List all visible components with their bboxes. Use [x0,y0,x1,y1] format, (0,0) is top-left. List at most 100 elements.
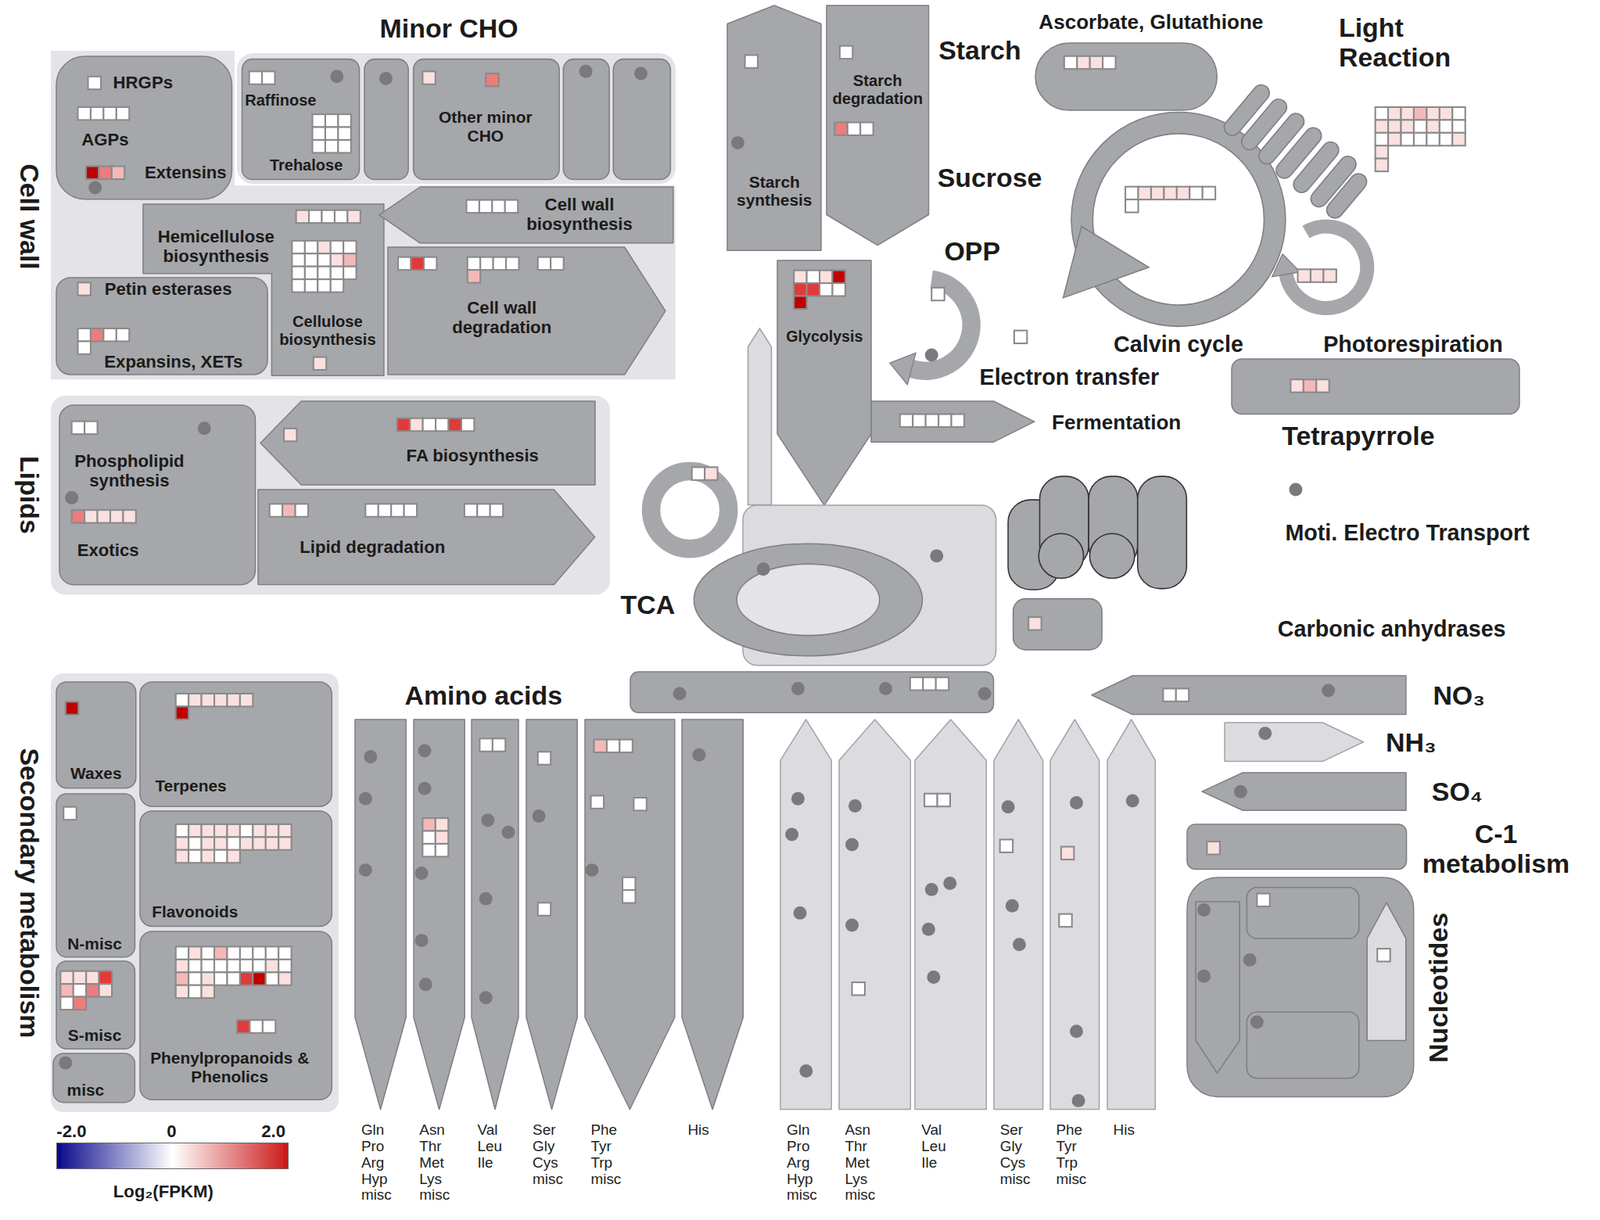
expression-cell [304,279,318,292]
expression-cell [492,738,506,751]
pathway-dot [1069,796,1084,810]
pathway-label: Raffinose [244,91,316,109]
expression-cell [422,817,435,831]
expression-cell [936,677,949,690]
column [613,59,671,180]
pathway-dot [480,813,495,827]
expression-cell [312,139,326,153]
pathway-label: FA biosynthesis [406,446,539,467]
expression-cell [1202,186,1216,200]
expression-cell [116,107,130,120]
expression-cell [73,971,87,984]
node-outline [1231,358,1520,415]
pathway-dot [197,421,212,435]
expression-cell [622,877,635,890]
pathway-dot [1072,1094,1086,1108]
expression-cell [175,946,189,959]
amino-acid-column: Val Leu Ile [471,719,519,1110]
pathway-dot [358,792,373,806]
expression-cell [479,738,492,751]
arc [1286,226,1368,309]
expression-cell [1413,132,1427,146]
node-outline [1224,722,1364,762]
expression-cell [261,71,275,84]
column [364,59,409,180]
expression-cell [1303,379,1317,392]
expression-cell [493,257,506,270]
expression-cell [704,466,718,480]
expression-cell [467,257,481,270]
node-shape [355,719,406,1110]
expression-cell [78,328,91,341]
expression-cell [278,946,291,959]
node-shape [139,681,332,807]
complex [1038,533,1084,578]
pathway-label: Cell wall biosynthesis [502,195,657,235]
expression-cell [73,997,87,1010]
node-outline [1050,719,1100,1110]
expression-cell [188,693,201,707]
legend-swatch [170,1143,175,1169]
pathway-label: Amino acids [405,681,564,711]
ellipse-hole [736,563,880,635]
expression-cell [435,817,449,831]
pathway-label: Ascorbate, Glutathione [1038,10,1263,34]
expression-cell [793,270,807,284]
pathway-dot [1069,1024,1084,1038]
expression-cell [422,843,435,857]
node-outline [777,260,872,506]
expression-cell [692,466,705,480]
node-shape [777,260,872,506]
expression-cell [1375,107,1389,120]
pathway-dot [358,863,373,877]
expression-cell [226,946,240,959]
expression-cell [278,959,291,973]
node-shape [50,673,339,1113]
expression-cell [278,836,291,850]
pathway-label: Terpenes [154,776,227,795]
expression-cell [1064,56,1077,69]
expression-cell [807,283,820,296]
expression-cell [240,836,253,850]
expression-cell [226,836,240,850]
expression-cell [1316,379,1329,392]
expression-cell [201,946,215,959]
expression-cell [188,985,201,998]
pathway-dot [532,809,546,823]
node-outline [50,395,610,595]
node-shape [1035,43,1217,111]
pathway-arrow: Fermentation [871,401,1035,442]
node-outline [526,719,578,1110]
expression-cell [330,279,344,292]
expression-cell [391,503,404,517]
expression-cell [423,418,436,431]
expression-cell [226,824,240,837]
expression-cell [505,200,518,213]
expression-cell [304,266,318,280]
expression-cell [1090,56,1103,69]
node-outline [50,673,339,1113]
node-outline [993,719,1044,1110]
expression-cell [1290,379,1303,392]
pathway-label: Cell wall [13,163,44,270]
expression-cell [538,902,551,915]
expression-cell [60,983,73,997]
expression-cell [633,797,646,811]
expression-cell [1426,119,1439,133]
arrow-head [889,352,916,384]
expression-cell [334,210,348,223]
expression-cell [467,269,481,283]
expression-cell [435,831,449,844]
pathway-dot [1321,684,1335,698]
expression-cell [226,972,240,985]
expression-cell [175,959,189,973]
expression-cell [60,997,73,1010]
pathway-label: N-misc [67,934,122,953]
pathway-dot [926,970,940,984]
node-shape [53,1053,135,1103]
pathway-box: N-misc [56,793,136,958]
pathway-dot [793,906,808,920]
pathway-dot [1197,969,1211,983]
expression-cell [71,421,85,435]
